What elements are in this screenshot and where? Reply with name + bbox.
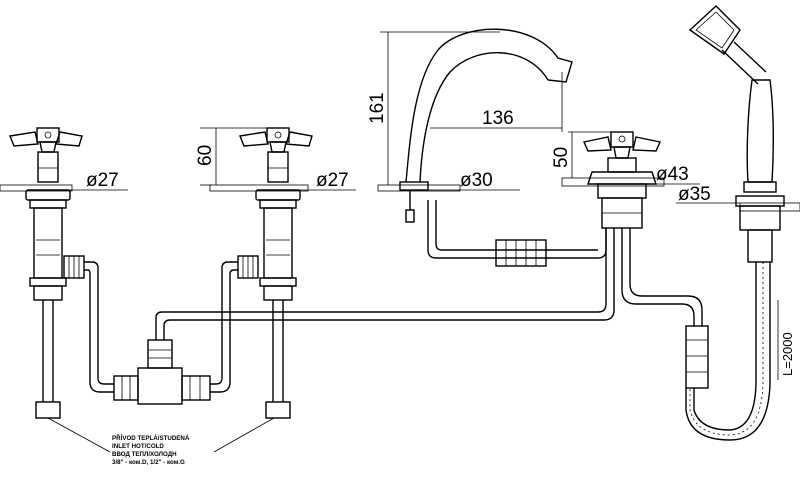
dim-h50: 50: [551, 147, 572, 168]
dim-w136: 136: [482, 108, 514, 129]
dim-d30: ø30: [460, 170, 493, 191]
left-valve: [9, 127, 85, 419]
dim-d35: ø35: [678, 184, 711, 205]
spout: [399, 28, 573, 223]
dim-h161: 161: [367, 92, 388, 124]
inlet-note-line-2: INLET HOT/COLD: [112, 443, 164, 450]
t-piece: [113, 339, 211, 405]
inlet-note: PŘÍVOD TEPLÁ/STUDENÁ INLET HOT/COLD ВВОД…: [112, 434, 190, 466]
dim-l2000: L=2000: [780, 332, 795, 376]
right-cross-handle: [239, 127, 313, 153]
diverter-valve: [583, 131, 661, 229]
inlet-note-line-3: ВВОД ТЕПЛ/ХОЛОДН: [112, 451, 177, 458]
diverter-cross-handle: [583, 131, 661, 159]
dim-d27-right: ø27: [316, 170, 349, 191]
inlet-note-line-1: PŘÍVOD TEPLÁ/STUDENÁ: [112, 434, 190, 442]
dim-d27-left: ø27: [86, 170, 119, 191]
right-valve: [237, 127, 313, 419]
dimension-lines: [47, 31, 779, 453]
dimension-labels: ø27 ø27 ø30 ø43 ø35 60 161 136 50 L=2000: [86, 92, 795, 376]
hand-shower: [688, 5, 785, 263]
supply-pipes: [84, 200, 709, 393]
dim-d43: ø43: [656, 164, 689, 185]
shower-hose: [685, 262, 771, 441]
left-cross-handle: [9, 127, 83, 153]
inlet-note-line-4: 3/8" - ком.D, 1/2" - ком.G: [112, 459, 185, 466]
dim-h60: 60: [195, 145, 216, 166]
